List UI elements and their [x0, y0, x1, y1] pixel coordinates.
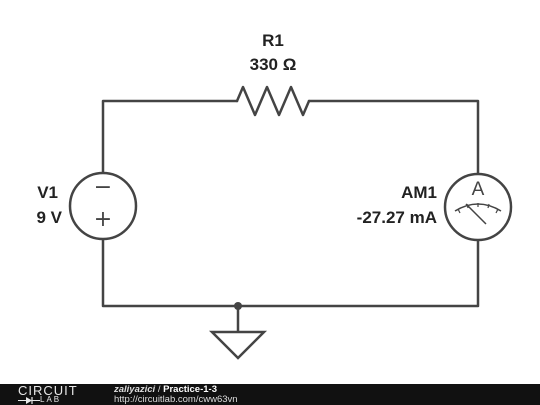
ammeter-am1-value: -27.27 mA [357, 208, 437, 227]
source-plus-sign: + [94, 207, 112, 232]
ammeter-ticks [457, 203, 499, 214]
ammeter-needle [465, 203, 487, 225]
project-title[interactable]: Practice-1-3 [163, 384, 217, 395]
resistor-r1[interactable] [235, 85, 311, 117]
circuit-url-link[interactable]: http://circuitlab.com/cww63vn [114, 394, 238, 405]
source-minus-sign: − [94, 175, 112, 200]
ammeter-symbol: A [472, 179, 485, 200]
ground-symbol[interactable] [208, 330, 268, 360]
circuit-meta: zaliyazici / Practice-1-3 http://circuit… [114, 385, 238, 405]
wire-top-right [307, 99, 480, 176]
circuitlab-logo[interactable]: CIRCUIT LAB [18, 384, 98, 405]
ammeter-am1-name: AM1 [401, 183, 437, 202]
diode-icon [18, 397, 40, 404]
wire-top-left [101, 99, 239, 175]
resistor-r1-name: R1 [262, 31, 284, 50]
resistor-r1-value: 330 Ω [250, 55, 297, 74]
voltage-source-v1[interactable]: − + [68, 171, 138, 241]
wires [101, 99, 480, 334]
footer-bar: CIRCUIT LAB zaliyazici / Practice-1-3 ht… [0, 384, 540, 405]
logo-text-top: CIRCUIT [18, 383, 78, 398]
wire-right-bottom [236, 238, 480, 308]
wire-left-bottom [101, 237, 240, 308]
voltage-source-v1-value: 9 V [36, 208, 62, 227]
voltage-source-v1-name: V1 [37, 183, 58, 202]
author-link[interactable]: zaliyazici [114, 384, 156, 395]
circuit-schematic: R1 330 Ω − + V1 9 V A AM1 -27.27 mA [36, 31, 513, 360]
logo-text-bottom: LAB [40, 395, 62, 404]
ammeter-am1[interactable]: A [443, 172, 513, 242]
meta-separator: / [155, 384, 164, 395]
junction-node [234, 302, 242, 310]
